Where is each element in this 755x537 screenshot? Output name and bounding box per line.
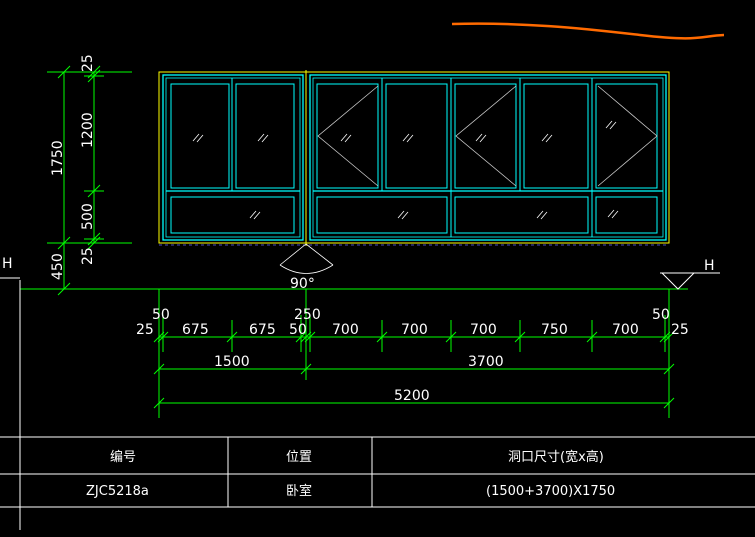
glass-marks bbox=[192, 120, 619, 220]
left-section-frame bbox=[162, 74, 304, 241]
dim-part-lower: 500 bbox=[80, 203, 96, 230]
dim-detail: 700 bbox=[332, 322, 359, 338]
sash-swing-lines bbox=[597, 85, 658, 187]
right-section-inner bbox=[312, 77, 664, 238]
level-mark-right: H bbox=[704, 258, 715, 274]
dim-part-upper: 1200 bbox=[80, 112, 96, 148]
vertical-dimension-lines bbox=[47, 65, 132, 296]
window-frame bbox=[158, 70, 670, 246]
right-section-frame bbox=[309, 74, 667, 241]
table-header-location: 位置 bbox=[286, 450, 312, 465]
lower-pane bbox=[170, 196, 295, 234]
dim-detail: 675 bbox=[249, 322, 276, 338]
dim-top-small-right: 50 bbox=[652, 307, 670, 323]
left-section-inner bbox=[165, 77, 301, 238]
dim-part-top: 25 bbox=[80, 54, 96, 72]
sash-swing-lines bbox=[455, 85, 517, 187]
level-mark-left: H bbox=[2, 256, 13, 272]
horizontal-dimension-lines bbox=[158, 289, 670, 418]
dim-top-small-left: 50 bbox=[152, 307, 170, 323]
dim-width-left: 1500 bbox=[214, 354, 250, 370]
dim-top-small-mid: 250 bbox=[294, 307, 321, 323]
sash-swing-lines bbox=[317, 85, 379, 187]
dim-detail: 700 bbox=[401, 322, 428, 338]
dim-detail: 50 bbox=[289, 322, 307, 338]
pane bbox=[595, 83, 658, 189]
dim-detail: 750 bbox=[541, 322, 568, 338]
pane bbox=[235, 83, 295, 189]
schedule-table bbox=[0, 436, 755, 508]
dim-part-bottom: 25 bbox=[80, 247, 96, 265]
dim-detail: 700 bbox=[470, 322, 497, 338]
lower-pane bbox=[595, 196, 658, 234]
dim-width-right: 3700 bbox=[468, 354, 504, 370]
fold-angle-label: 90° bbox=[290, 276, 315, 292]
table-cell-code: ZJC5218a bbox=[86, 484, 149, 499]
lower-pane bbox=[316, 196, 448, 234]
fold-angle-symbol bbox=[279, 243, 334, 274]
dim-total-height: 1750 bbox=[50, 140, 66, 176]
pane bbox=[454, 83, 517, 189]
dim-sill-height: 450 bbox=[50, 253, 66, 280]
lower-pane bbox=[454, 196, 589, 234]
pane bbox=[316, 83, 379, 189]
table-header-code: 编号 bbox=[110, 450, 136, 465]
dim-detail: 25 bbox=[136, 322, 154, 338]
pane bbox=[523, 83, 589, 189]
dim-total-width: 5200 bbox=[394, 388, 430, 404]
level-triangle-right bbox=[660, 272, 720, 290]
pane bbox=[170, 83, 230, 189]
table-cell-opening-size: (1500+3700)X1750 bbox=[486, 484, 615, 499]
pane bbox=[385, 83, 448, 189]
dim-detail: 675 bbox=[182, 322, 209, 338]
accent-curve bbox=[451, 22, 725, 40]
dim-detail: 700 bbox=[612, 322, 639, 338]
table-header-opening-size: 洞口尺寸(宽x高) bbox=[508, 449, 604, 465]
dimension-ticks bbox=[153, 331, 675, 409]
table-cell-location: 卧室 bbox=[286, 483, 312, 499]
dim-detail: 25 bbox=[671, 322, 689, 338]
frame-outer-line bbox=[158, 71, 670, 244]
